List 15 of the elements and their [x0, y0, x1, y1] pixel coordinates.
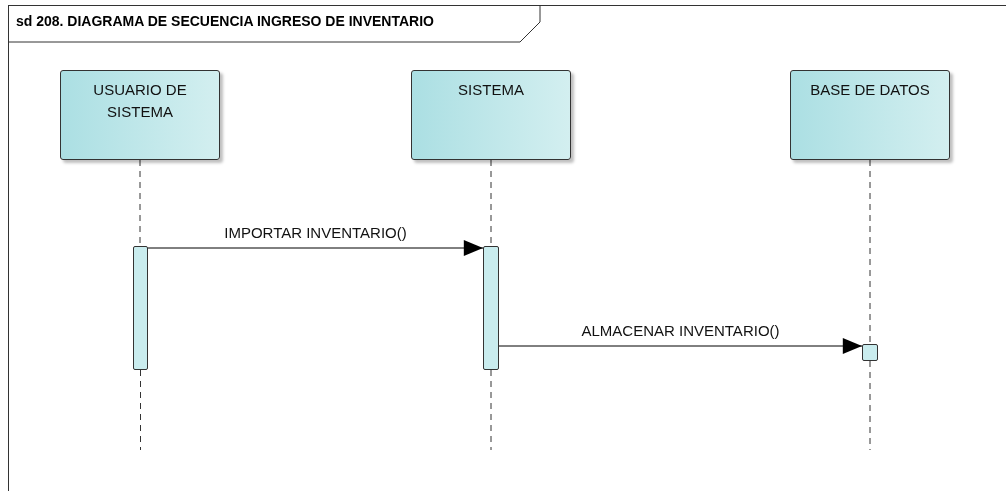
participant-name: BASE DE DATOS: [810, 80, 930, 100]
edge-label: IMPORTAR INVENTARIO(): [222, 224, 409, 242]
lifeline-head: [790, 70, 950, 160]
activation-bar: [133, 246, 148, 370]
lifeline-head: [411, 70, 571, 160]
activation-bar: [483, 246, 499, 370]
participant-name: USUARIO DE SISTEMA: [92, 80, 188, 122]
activation-bar: [862, 344, 878, 361]
edge-label: ALMACENAR INVENTARIO(): [579, 322, 782, 340]
participant-name: SISTEMA: [457, 80, 525, 100]
message-arrow: [147, 240, 484, 256]
lifeline: [869, 159, 871, 345]
frame-title: sd 208. DIAGRAMA DE SECUENCIA INGRESO DE INVENTARIO: [16, 14, 434, 28]
message-arrow: [498, 338, 863, 354]
lifeline-head: [60, 70, 220, 160]
